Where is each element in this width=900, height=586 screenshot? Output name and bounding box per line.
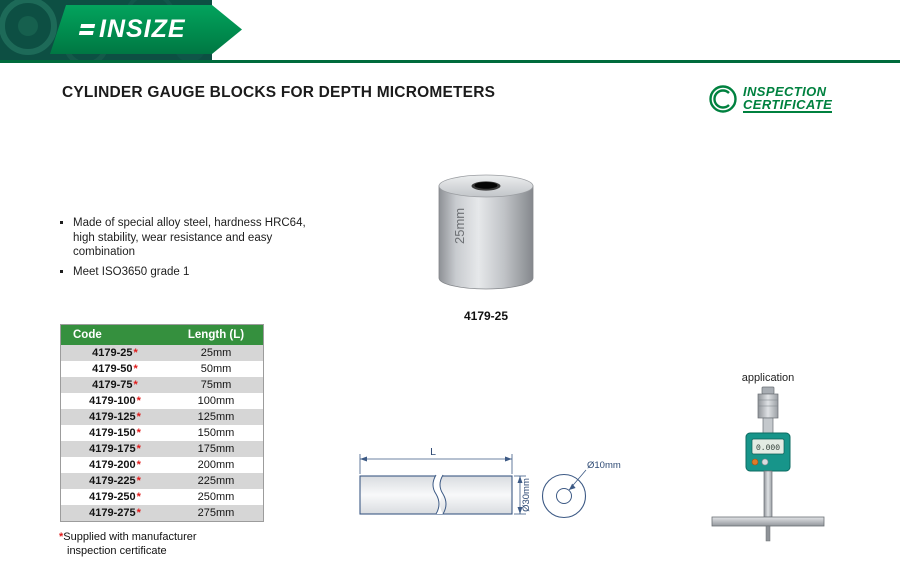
- svg-text:0.000: 0.000: [756, 444, 780, 453]
- table-row: 4179-175*175mm: [60, 441, 264, 457]
- code-cell: 4179-75*: [60, 377, 169, 393]
- certificate-line2: CERTIFICATE: [743, 97, 833, 113]
- code-cell: 4179-150*: [60, 425, 169, 441]
- certificate-asterisk: *: [136, 427, 141, 439]
- product-code-caption: 4179-25: [463, 309, 509, 323]
- certificate-asterisk: *: [136, 459, 141, 471]
- code-cell: 4179-25*: [60, 345, 169, 361]
- certificate-asterisk: *: [136, 507, 141, 519]
- diameter-dimension-label: Ø30mm: [521, 478, 532, 512]
- brand-text: INSIZE: [99, 15, 186, 43]
- footnote: *Supplied with manufacturer inspection c…: [59, 530, 197, 559]
- length-cell: 50mm: [169, 361, 264, 377]
- dimension-drawing-svg: L Ø30mm Ø10mm: [359, 446, 621, 519]
- code-cell: 4179-100*: [60, 393, 169, 409]
- length-cell: 75mm: [169, 377, 264, 393]
- feature-section: Made of special alloy steel, hardness HR…: [58, 216, 306, 285]
- feature-item: Meet ISO3650 grade 1: [73, 265, 306, 280]
- insize-logo: INSIZE: [50, 5, 242, 54]
- code-cell: 4179-250*: [60, 489, 169, 505]
- table-row: 4179-25*25mm: [60, 345, 264, 361]
- footnote-line1: Supplied with manufacturer: [63, 531, 197, 543]
- code-cell: 4179-125*: [60, 409, 169, 425]
- length-cell: 150mm: [169, 425, 264, 441]
- certificate-asterisk: *: [136, 395, 141, 407]
- application-label: application: [741, 372, 795, 384]
- header-band: INSIZE: [0, 0, 900, 60]
- table-row: 4179-150*150mm: [60, 425, 264, 441]
- certificate-asterisk: *: [136, 491, 141, 503]
- length-cell: 250mm: [169, 489, 264, 505]
- certificate-seal-icon: [709, 85, 737, 113]
- product-figure: 25mm 4179-25: [430, 166, 542, 323]
- code-column-header: Code: [60, 324, 169, 345]
- footnote-asterisk: *: [59, 531, 64, 543]
- certificate-asterisk: *: [136, 443, 141, 455]
- page-title: CYLINDER GAUGE BLOCKS FOR DEPTH MICROMET…: [62, 84, 496, 101]
- length-cell: 25mm: [169, 345, 264, 361]
- table-row: 4179-275*275mm: [60, 505, 264, 522]
- table-row: 4179-50*50mm: [60, 361, 264, 377]
- certificate-asterisk: *: [133, 379, 138, 391]
- code-cell: 4179-50*: [60, 361, 169, 377]
- certificate-asterisk: *: [133, 363, 138, 375]
- hole-dimension-label: Ø10mm: [587, 460, 621, 471]
- header-divider: [0, 60, 900, 63]
- dimension-drawing: L Ø30mm Ø10mm: [348, 444, 628, 543]
- feature-item: Made of special alloy steel, hardness HR…: [73, 216, 306, 260]
- length-cell: 125mm: [169, 409, 264, 425]
- code-cell: 4179-225*: [60, 473, 169, 489]
- certificate-line1: INSPECTION: [743, 84, 827, 99]
- application-section: application: [700, 372, 836, 559]
- inspection-certificate-badge: INSPECTION CERTIFICATE: [708, 84, 833, 114]
- length-dimension-label: L: [430, 446, 436, 458]
- certificate-asterisk: *: [136, 475, 141, 487]
- table-row: 4179-200*200mm: [60, 457, 264, 473]
- table-row: 4179-250*250mm: [60, 489, 264, 505]
- length-column-header: Length (L): [169, 324, 264, 345]
- certificate-asterisk: *: [136, 411, 141, 423]
- length-cell: 225mm: [169, 473, 264, 489]
- gauge-block-image: 25mm: [438, 174, 534, 290]
- length-cell: 100mm: [169, 393, 264, 409]
- table-row: 4179-100*100mm: [60, 393, 264, 409]
- footnote-line2: inspection certificate: [67, 545, 167, 558]
- depth-micrometer-image: 0.000: [711, 386, 825, 542]
- length-cell: 175mm: [169, 441, 264, 457]
- certificate-asterisk: *: [133, 347, 138, 359]
- table-row: 4179-75*75mm: [60, 377, 264, 393]
- length-cell: 275mm: [169, 505, 264, 522]
- code-cell: 4179-175*: [60, 441, 169, 457]
- brand-stripes-icon: [79, 24, 95, 35]
- code-cell: 4179-275*: [60, 505, 169, 522]
- table-header-row: Code Length (L): [60, 324, 264, 345]
- length-cell: 200mm: [169, 457, 264, 473]
- table-row: 4179-225*225mm: [60, 473, 264, 489]
- table-row: 4179-125*125mm: [60, 409, 264, 425]
- code-cell: 4179-200*: [60, 457, 169, 473]
- feature-list: Made of special alloy steel, hardness HR…: [58, 216, 306, 280]
- cylinder-engraving: 25mm: [452, 208, 467, 244]
